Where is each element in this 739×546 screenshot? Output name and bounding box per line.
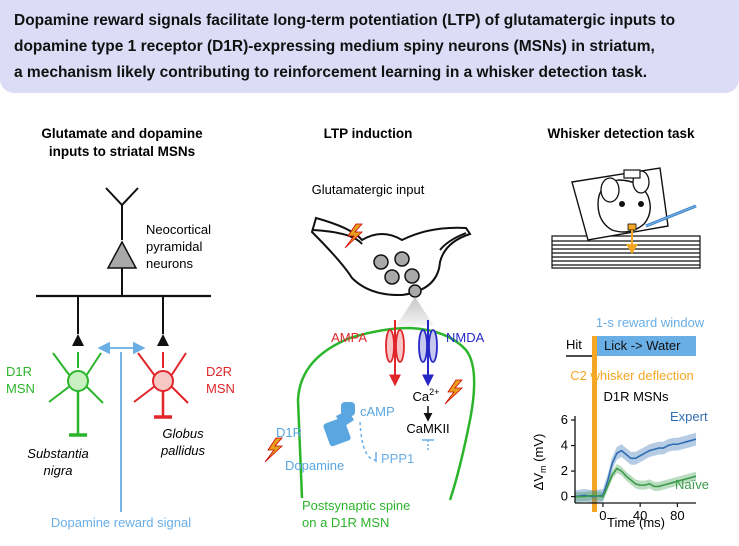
release-cone — [396, 297, 434, 326]
pyramidal-soma — [106, 240, 138, 269]
summary-banner: Dopamine reward signals facilitate long-… — [0, 0, 739, 93]
d2r-msn-label-1: D2R — [206, 364, 232, 379]
vesicle-release — [408, 284, 422, 298]
nmda-label: NMDA — [446, 330, 485, 345]
camp-to-pp1-path — [359, 421, 377, 461]
pallidus-label: pallidus — [160, 443, 206, 458]
camp-label: cAMP — [360, 404, 395, 419]
mouse-illustration — [597, 169, 697, 254]
vesicle — [384, 269, 400, 285]
pyramidal-dendrite — [105, 187, 139, 240]
y-tick-label: 4 — [561, 438, 568, 453]
pp1-label: PPP1 — [381, 451, 414, 466]
x-tick-label: 80 — [670, 508, 684, 523]
chart-x-label: Time (ms) — [607, 515, 665, 530]
chart-y-label: ΔVm (mV) — [531, 434, 548, 491]
series-label-expert: Expert — [670, 409, 708, 424]
right-title: Whisker detection task — [547, 126, 695, 141]
y-tick-label: 2 — [561, 463, 568, 478]
nmda-receptor — [418, 320, 438, 387]
reward-window-bar — [597, 336, 696, 356]
right-panel: Whisker detection task Hit — [531, 126, 709, 530]
d1r-msn-neuron — [48, 352, 104, 437]
d1r-msn-label-2: MSN — [6, 381, 35, 396]
dopamine-label: Dopamine — [285, 458, 344, 473]
presynaptic-terminal — [310, 216, 472, 297]
camkii-label: CaMKII — [406, 421, 449, 436]
left-panel: Glutamate and dopamine inputs to striata… — [6, 126, 235, 530]
vesicle — [373, 254, 389, 270]
x-tick-label: 40 — [633, 508, 647, 523]
d1r-receptor — [323, 402, 355, 447]
task-platform — [551, 235, 701, 269]
terminal-d2 — [157, 334, 169, 346]
glutamatergic-input-label: Glutamatergic input — [312, 182, 425, 197]
y-tick-label: 0 — [561, 489, 568, 504]
middle-panel: LTP induction Glutamatergic input AMPA N… — [264, 126, 485, 530]
x-tick-label: 0 — [599, 508, 606, 523]
series-label-naive: Naïve — [675, 477, 709, 492]
calcium-flash-icon — [444, 379, 464, 405]
lick-water-label: Lick -> Water — [604, 338, 681, 353]
middle-title: LTP induction — [324, 126, 413, 141]
terminal-d1 — [72, 334, 84, 346]
neocortical-label: Neocortical — [146, 222, 211, 237]
ampa-receptor — [385, 320, 405, 387]
vesicle — [394, 251, 410, 267]
ampa-label: AMPA — [331, 330, 367, 345]
dopamine-signal-label: Dopamine reward signal — [51, 515, 191, 530]
nigra-label: nigra — [44, 463, 73, 478]
series-line-1 — [575, 467, 697, 498]
hit-label: Hit — [566, 337, 582, 352]
substantia-label: Substantia — [27, 446, 88, 461]
stimulus-marker — [592, 336, 597, 512]
dopamine-flash-icon — [264, 437, 284, 463]
spine-label-1: Postsynaptic spine — [302, 498, 410, 513]
activity-flash-icon — [344, 223, 364, 249]
c2-deflection-label: C2 whisker deflection — [570, 368, 694, 383]
series-band-0 — [575, 432, 696, 503]
summary-line-3: a mechanism likely contributing to reinf… — [14, 64, 648, 81]
pyramidal-label: pyramidal — [146, 239, 202, 254]
d1r-msn-label-1: D1R — [6, 364, 32, 379]
postsynaptic-spine-membrane — [296, 326, 476, 501]
left-title-line1: Glutamate and dopamine — [41, 126, 203, 141]
globus-label: Globus — [162, 426, 204, 441]
d2r-msn-label-2: MSN — [206, 381, 235, 396]
d2r-msn-neuron — [133, 352, 189, 419]
summary-line-1: Dopamine reward signals facilitate long-… — [14, 12, 676, 29]
response-chart: D1R MSNs 0 2 4 6 0 40 80 Expert Naïve Time (ms… — [531, 389, 709, 530]
chart-title: D1R MSNs — [603, 389, 669, 404]
neurons-label: neurons — [146, 256, 193, 271]
calcium-label: Ca2+ — [413, 387, 440, 404]
d1r-receptor-label: D1R — [276, 425, 302, 440]
summary-line-2: dopamine type 1 receptor (D1R)-expressin… — [14, 38, 655, 55]
reward-window-label: 1-s reward window — [596, 315, 705, 330]
left-title-line2: inputs to striatal MSNs — [49, 144, 195, 159]
y-tick-label: 6 — [561, 412, 568, 427]
series-line-0 — [574, 438, 697, 498]
vesicle — [404, 268, 420, 284]
spine-label-2: on a D1R MSN — [302, 515, 389, 530]
